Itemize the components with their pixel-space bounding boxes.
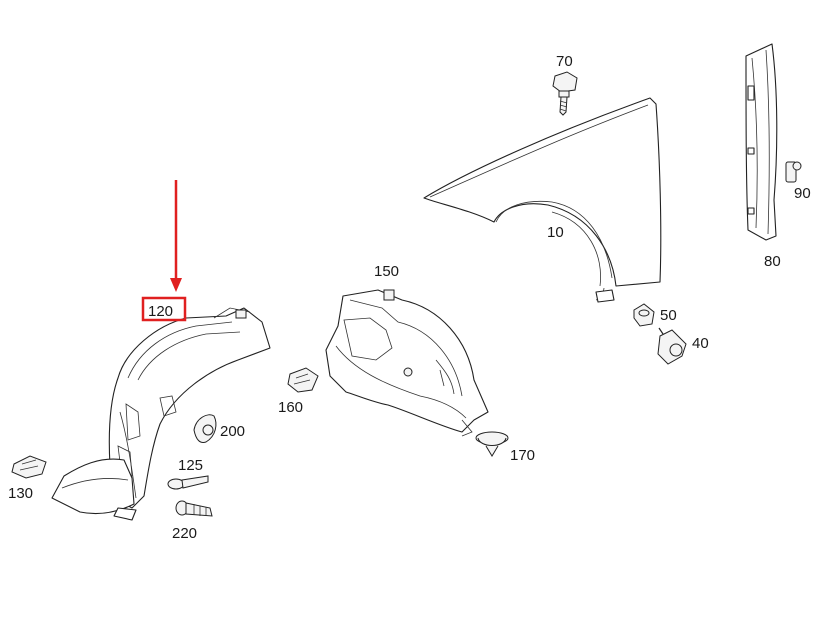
highlight-box — [141, 296, 187, 322]
label-120[interactable]: 120 — [148, 303, 173, 320]
label-160[interactable]: 160 — [278, 399, 303, 416]
part-160-clip[interactable] — [287, 367, 319, 393]
part-220-rivet[interactable] — [175, 500, 213, 517]
part-150-wheel-liner-rear[interactable] — [325, 289, 489, 437]
part-10-fender[interactable] — [423, 97, 662, 303]
label-150[interactable]: 150 — [374, 263, 399, 280]
label-40[interactable]: 40 — [692, 335, 709, 352]
label-130[interactable]: 130 — [8, 485, 33, 502]
label-200[interactable]: 200 — [220, 423, 245, 440]
label-90[interactable]: 90 — [794, 185, 811, 202]
label-170[interactable]: 170 — [510, 447, 535, 464]
label-80[interactable]: 80 — [764, 253, 781, 270]
label-10[interactable]: 10 — [547, 224, 564, 241]
part-40-bolt[interactable] — [657, 327, 687, 365]
label-50[interactable]: 50 — [660, 307, 677, 324]
part-50-nut[interactable] — [633, 303, 655, 327]
part-125-screw[interactable] — [167, 475, 209, 490]
part-80-side-panel[interactable] — [745, 43, 778, 241]
part-170-rivet[interactable] — [475, 431, 509, 457]
part-120-wheel-liner-front[interactable] — [51, 307, 271, 521]
label-220[interactable]: 220 — [172, 525, 197, 542]
part-200-nut[interactable] — [193, 414, 217, 443]
part-130-clip[interactable] — [11, 455, 47, 479]
part-70-screw[interactable] — [552, 71, 578, 116]
label-125[interactable]: 125 — [178, 457, 203, 474]
label-70[interactable]: 70 — [556, 53, 573, 70]
part-90-clip[interactable] — [785, 161, 802, 183]
highlight-arrow-head — [170, 278, 182, 292]
